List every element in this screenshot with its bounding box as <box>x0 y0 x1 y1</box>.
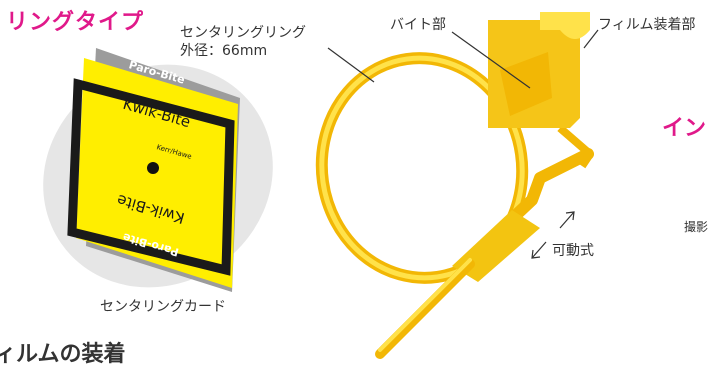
ring-assembly <box>315 52 594 359</box>
bite-wing <box>500 52 552 116</box>
label-movable: 可動式 <box>552 243 594 259</box>
indicator-rod-highlight <box>378 258 472 352</box>
bite-block <box>488 12 590 128</box>
leader-ring <box>327 47 375 83</box>
card-center-hole <box>147 162 159 174</box>
label-ring-line2: 外径：66mm <box>180 43 268 59</box>
section-title-partial: イン <box>662 116 707 141</box>
centering-card <box>43 48 273 292</box>
film-holder-top <box>498 12 590 39</box>
label-bite-part: バイト部 <box>390 17 446 33</box>
arm-connector <box>557 124 594 169</box>
movable-arrows <box>531 211 575 259</box>
label-ring-line1: センタリングリング <box>180 25 306 41</box>
leader-lines <box>327 29 599 89</box>
card-black-frame <box>67 78 235 276</box>
leader-film <box>583 29 599 49</box>
indicator-rod <box>375 259 475 359</box>
label-film-mount: フィルム装着部 <box>598 17 696 33</box>
label-shooting-partial: 撮影 <box>684 220 709 234</box>
label-card-caption: センタリングカード <box>100 299 226 315</box>
footer-heading-partial: ィルムの装着 <box>0 342 126 367</box>
centering-ring-highlight <box>319 55 525 281</box>
section-title: リングタイプ <box>6 10 145 35</box>
leader-bite <box>451 31 531 89</box>
